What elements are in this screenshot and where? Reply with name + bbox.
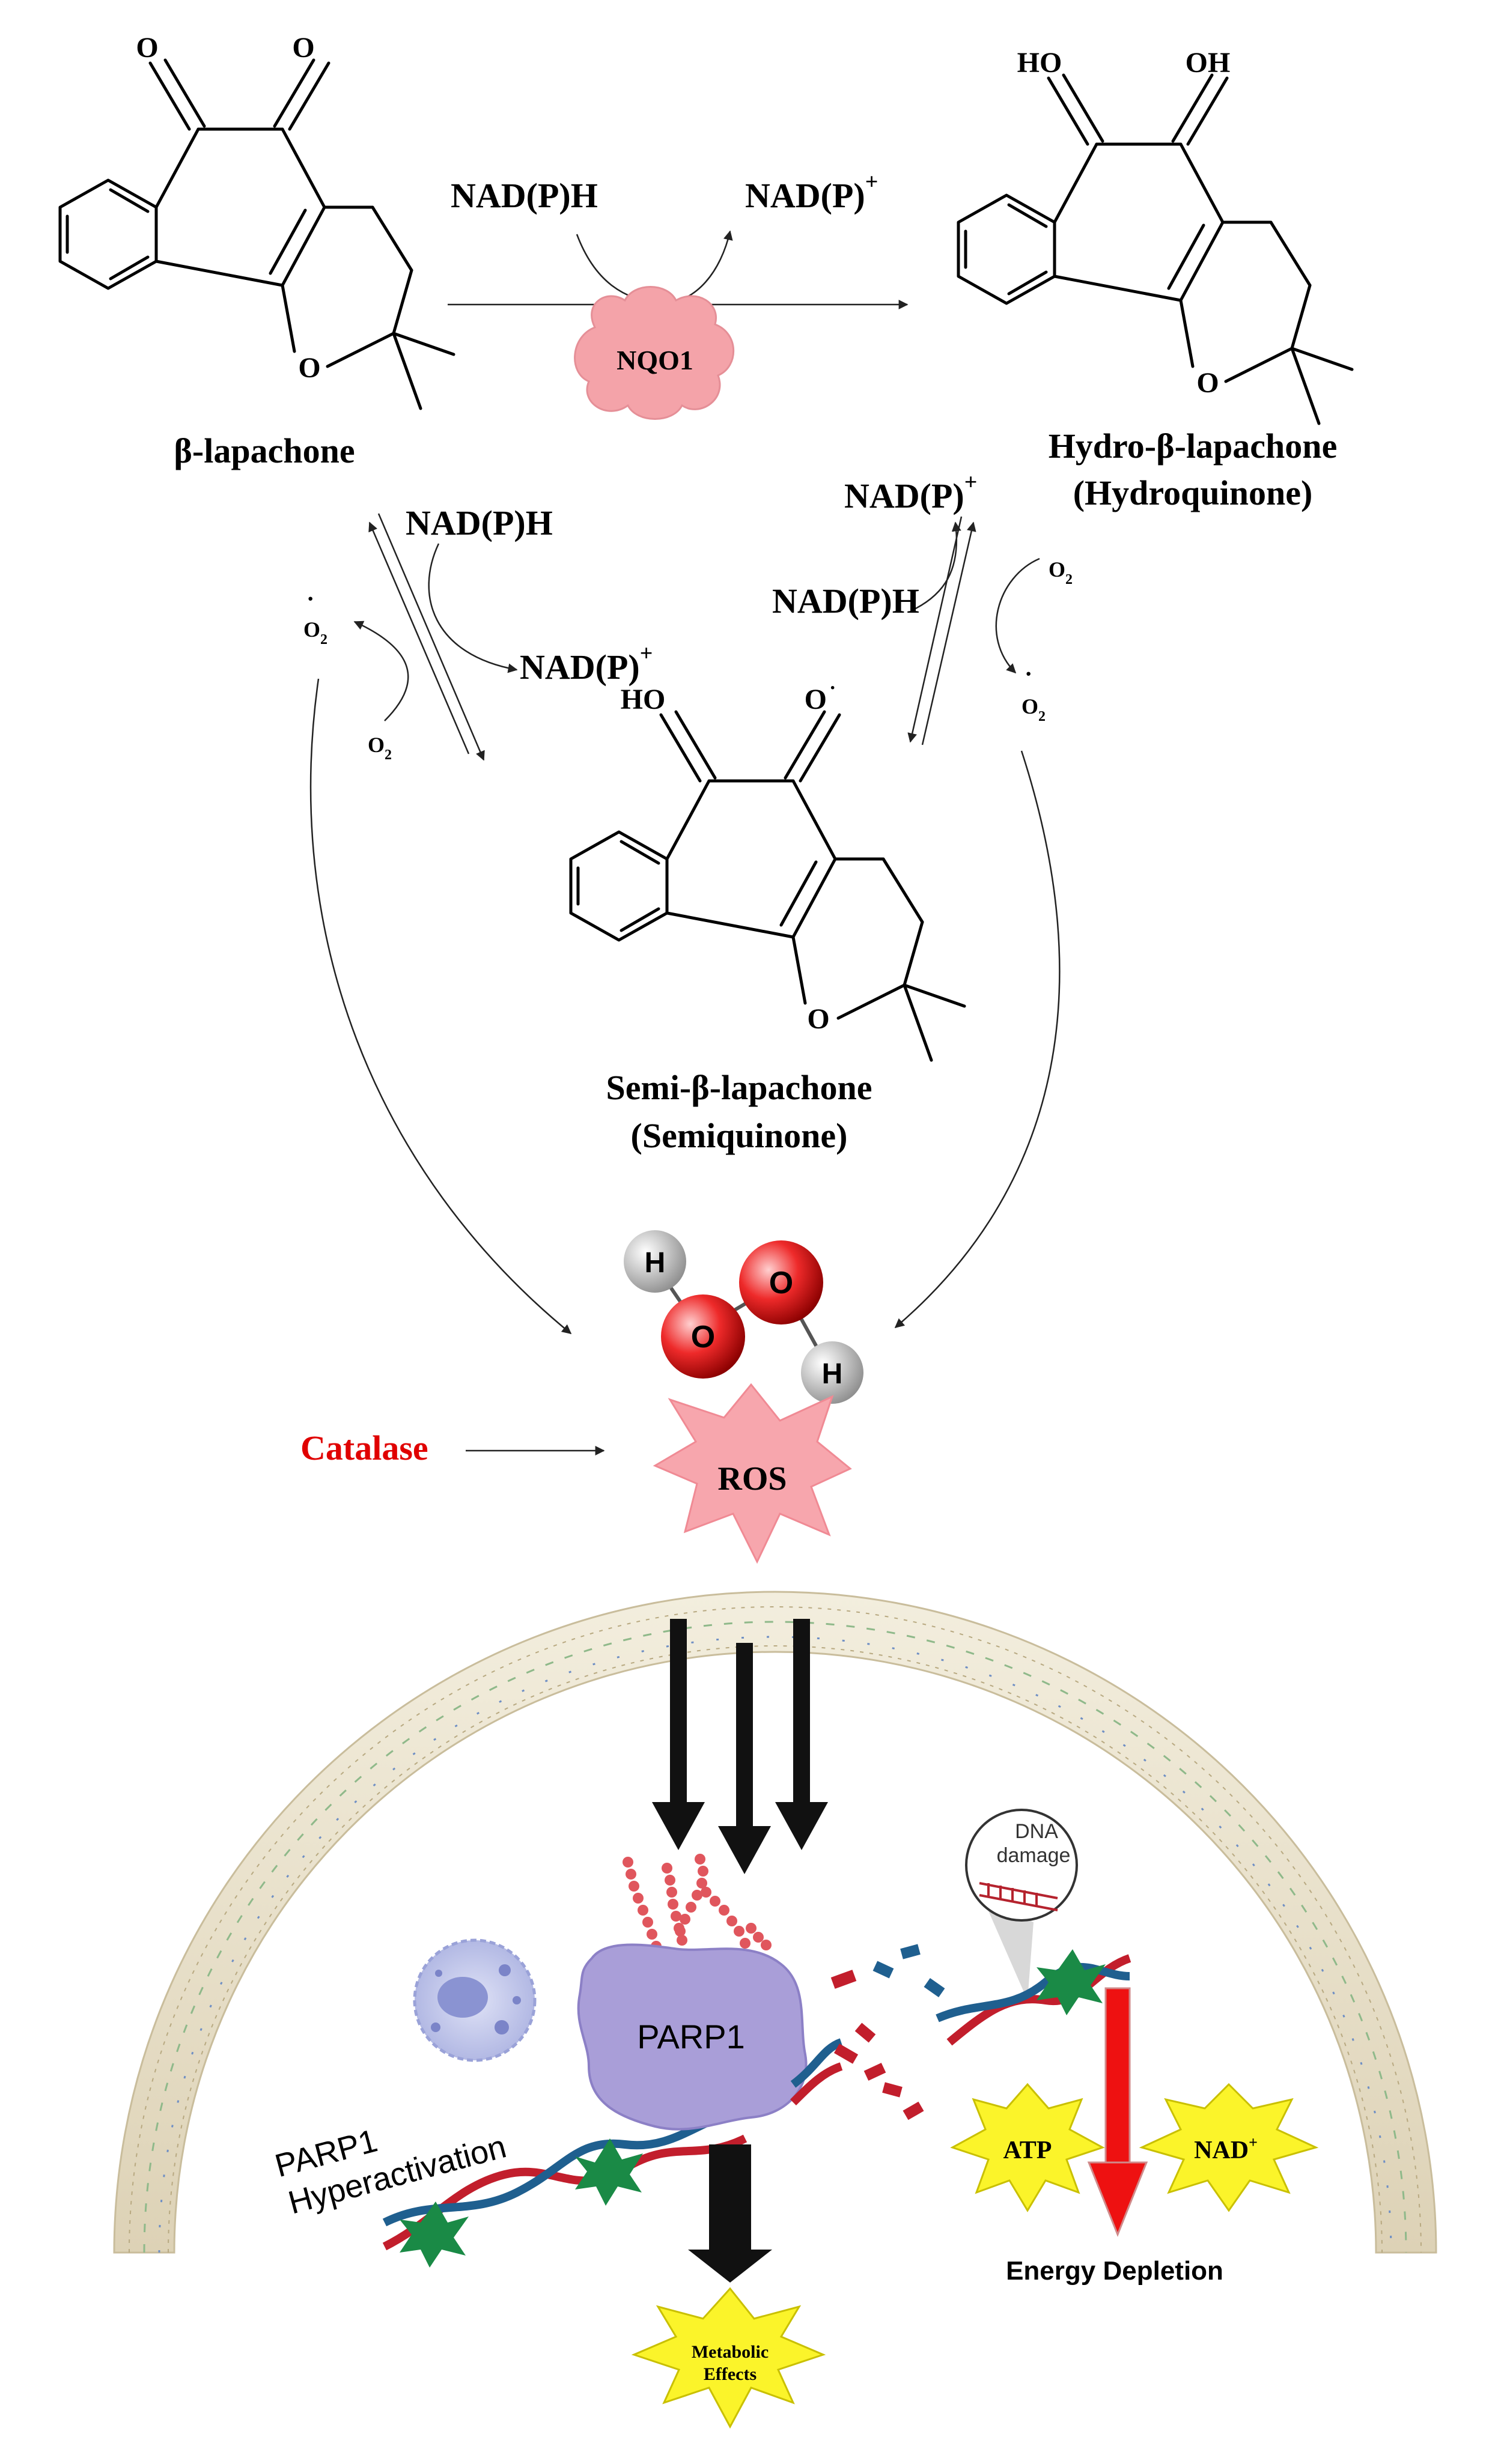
hydro-label: Hydro-β-lapachone: [1049, 426, 1338, 466]
peroxide-h-atom-2: [801, 1341, 863, 1404]
hydro-sublabel: (Hydroquinone): [1073, 473, 1313, 512]
nqo1-nadph-label: NAD(P)H: [451, 176, 598, 215]
left-superoxide-dot: ·: [306, 585, 314, 612]
semi-beta-lapachone-bonds: [569, 710, 966, 1062]
energy-down-arrow-head: [1087, 2161, 1148, 2238]
semi-ring-o: O: [807, 1003, 829, 1035]
left-nadph-label: NAD(P)H: [406, 503, 553, 542]
atp-burst: [950, 2083, 1105, 2212]
peroxide-o-label-1: O: [691, 1320, 715, 1355]
dna-lesion-left-2: [575, 2138, 643, 2206]
nad-label: NAD+: [1194, 2134, 1258, 2164]
parp1-label: PARP1: [637, 2018, 744, 2056]
peroxide-h-label-1: H: [645, 1247, 666, 1279]
metabolic-line1: Metabolic: [692, 2342, 769, 2362]
ros-to-nucleus-arrows: [652, 1619, 828, 1874]
nqo1-enzyme-cloud: [574, 286, 735, 420]
energy-depletion: ATP NAD+ Energy Depletion: [950, 1987, 1319, 2286]
metabolic-effects: Metabolic Effects: [631, 2144, 826, 2429]
dna-damage-line1: DNA: [1015, 1820, 1058, 1843]
peroxide-h-atom-1: [624, 1230, 686, 1293]
right-nadph-arc: [913, 521, 961, 611]
right-o2-arc: [995, 557, 1040, 674]
dna-fragments: [790, 1944, 945, 2120]
peroxide-o-atom-2: [739, 1240, 823, 1325]
dna-damage-mini-helix-icon: [979, 1882, 1058, 1911]
metabolic-line2: Effects: [704, 2364, 757, 2384]
left-reverse-arrow: [368, 521, 470, 754]
beta-lapachone-label: β-lapachone: [174, 431, 355, 470]
semi-beta-lapachone-structure: HO O· O Semi-β-lapachone (Semiquinone): [569, 677, 966, 1155]
left-forward-arrow: [377, 513, 485, 761]
ros-label: ROS: [717, 1460, 787, 1498]
semi-oh-left: HO: [621, 684, 666, 715]
hydro-ring-o: O: [1196, 367, 1219, 399]
semi-label: Semi-β-lapachone: [606, 1068, 872, 1107]
par-polymer-chains: [623, 1854, 772, 1952]
left-o2-label: O2: [368, 733, 392, 763]
peroxide-o-atom-1: [661, 1294, 745, 1379]
nqo1-nadp-label: NAD(P)+: [745, 169, 878, 215]
right-superoxide-dot: ·: [1025, 660, 1032, 687]
semi-sublabel: (Semiquinone): [631, 1116, 848, 1155]
hydro-oh-left: HO: [1017, 47, 1062, 79]
right-nadp-label: NAD(P)+: [844, 470, 977, 515]
nqo1-label: NQO1: [617, 345, 693, 375]
beta-lapachone-structure: O O O β-lapachone: [58, 32, 455, 470]
cell-membrane: [113, 1591, 1437, 2254]
hydrogen-peroxide-molecule: H O O H: [624, 1230, 863, 1404]
dna-damage-callout: DNA damage: [965, 1809, 1078, 2000]
parp1-protein: PARP1: [577, 1854, 808, 2131]
dna-lesion-left-1: [400, 2202, 469, 2268]
right-reverse-arrow: [921, 521, 976, 745]
semi-o-right: O·: [805, 677, 836, 715]
energy-down-arrow-shaft: [1104, 1987, 1131, 2170]
beta-lapachone-o-right: O: [292, 32, 314, 64]
hydro-beta-lapachone-structure: HO OH O Hydro-β-lapachone (Hydroquinone): [957, 47, 1354, 512]
peroxide-h-label-2: H: [822, 1358, 843, 1390]
nqo1-reaction: NAD(P)H NAD(P)+ NQO1: [448, 169, 909, 420]
right-o2-label: O2: [1049, 557, 1073, 587]
right-redox-cycle: NAD(P)+ NAD(P)H O2 O2 ·: [772, 470, 1073, 745]
hydro-oh-right: OH: [1186, 47, 1231, 79]
beta-lapachone-bonds: [58, 58, 455, 410]
beta-lapachone-o-left: O: [136, 32, 158, 64]
catalase-label: Catalase: [300, 1428, 428, 1467]
nad-burst: [1139, 2083, 1319, 2212]
dna-strand-left: [382, 2104, 747, 2268]
peroxide-o-label-2: O: [769, 1266, 793, 1300]
dna-damage-line2: damage: [997, 1844, 1071, 1867]
cell-illustration: [413, 1938, 537, 2062]
left-superoxide-label: O2: [303, 618, 327, 648]
hydro-beta-lapachone-bonds: [957, 73, 1354, 425]
left-nadph-arc: [428, 543, 518, 673]
right-forward-arrow: [907, 516, 963, 743]
right-nadph-label: NAD(P)H: [772, 581, 919, 621]
left-redox-cycle: NAD(P)H NAD(P)+ O2 · O2: [303, 503, 653, 763]
left-o2-arc: [353, 621, 409, 721]
left-ros-arc: [309, 678, 572, 1335]
dna-strand-right: [936, 1949, 1131, 2046]
right-ros-arc: [894, 750, 1061, 1329]
dna-lesion-right: [1037, 1949, 1106, 2015]
beta-lapachone-ring-o: O: [298, 352, 320, 384]
atp-label: ATP: [1003, 2137, 1052, 2164]
energy-depletion-label: Energy Depletion: [1006, 2256, 1223, 2286]
right-superoxide-label: O2: [1022, 694, 1046, 724]
left-nadp-label: NAD(P)+: [520, 641, 653, 687]
ros-burst: [653, 1383, 852, 1564]
